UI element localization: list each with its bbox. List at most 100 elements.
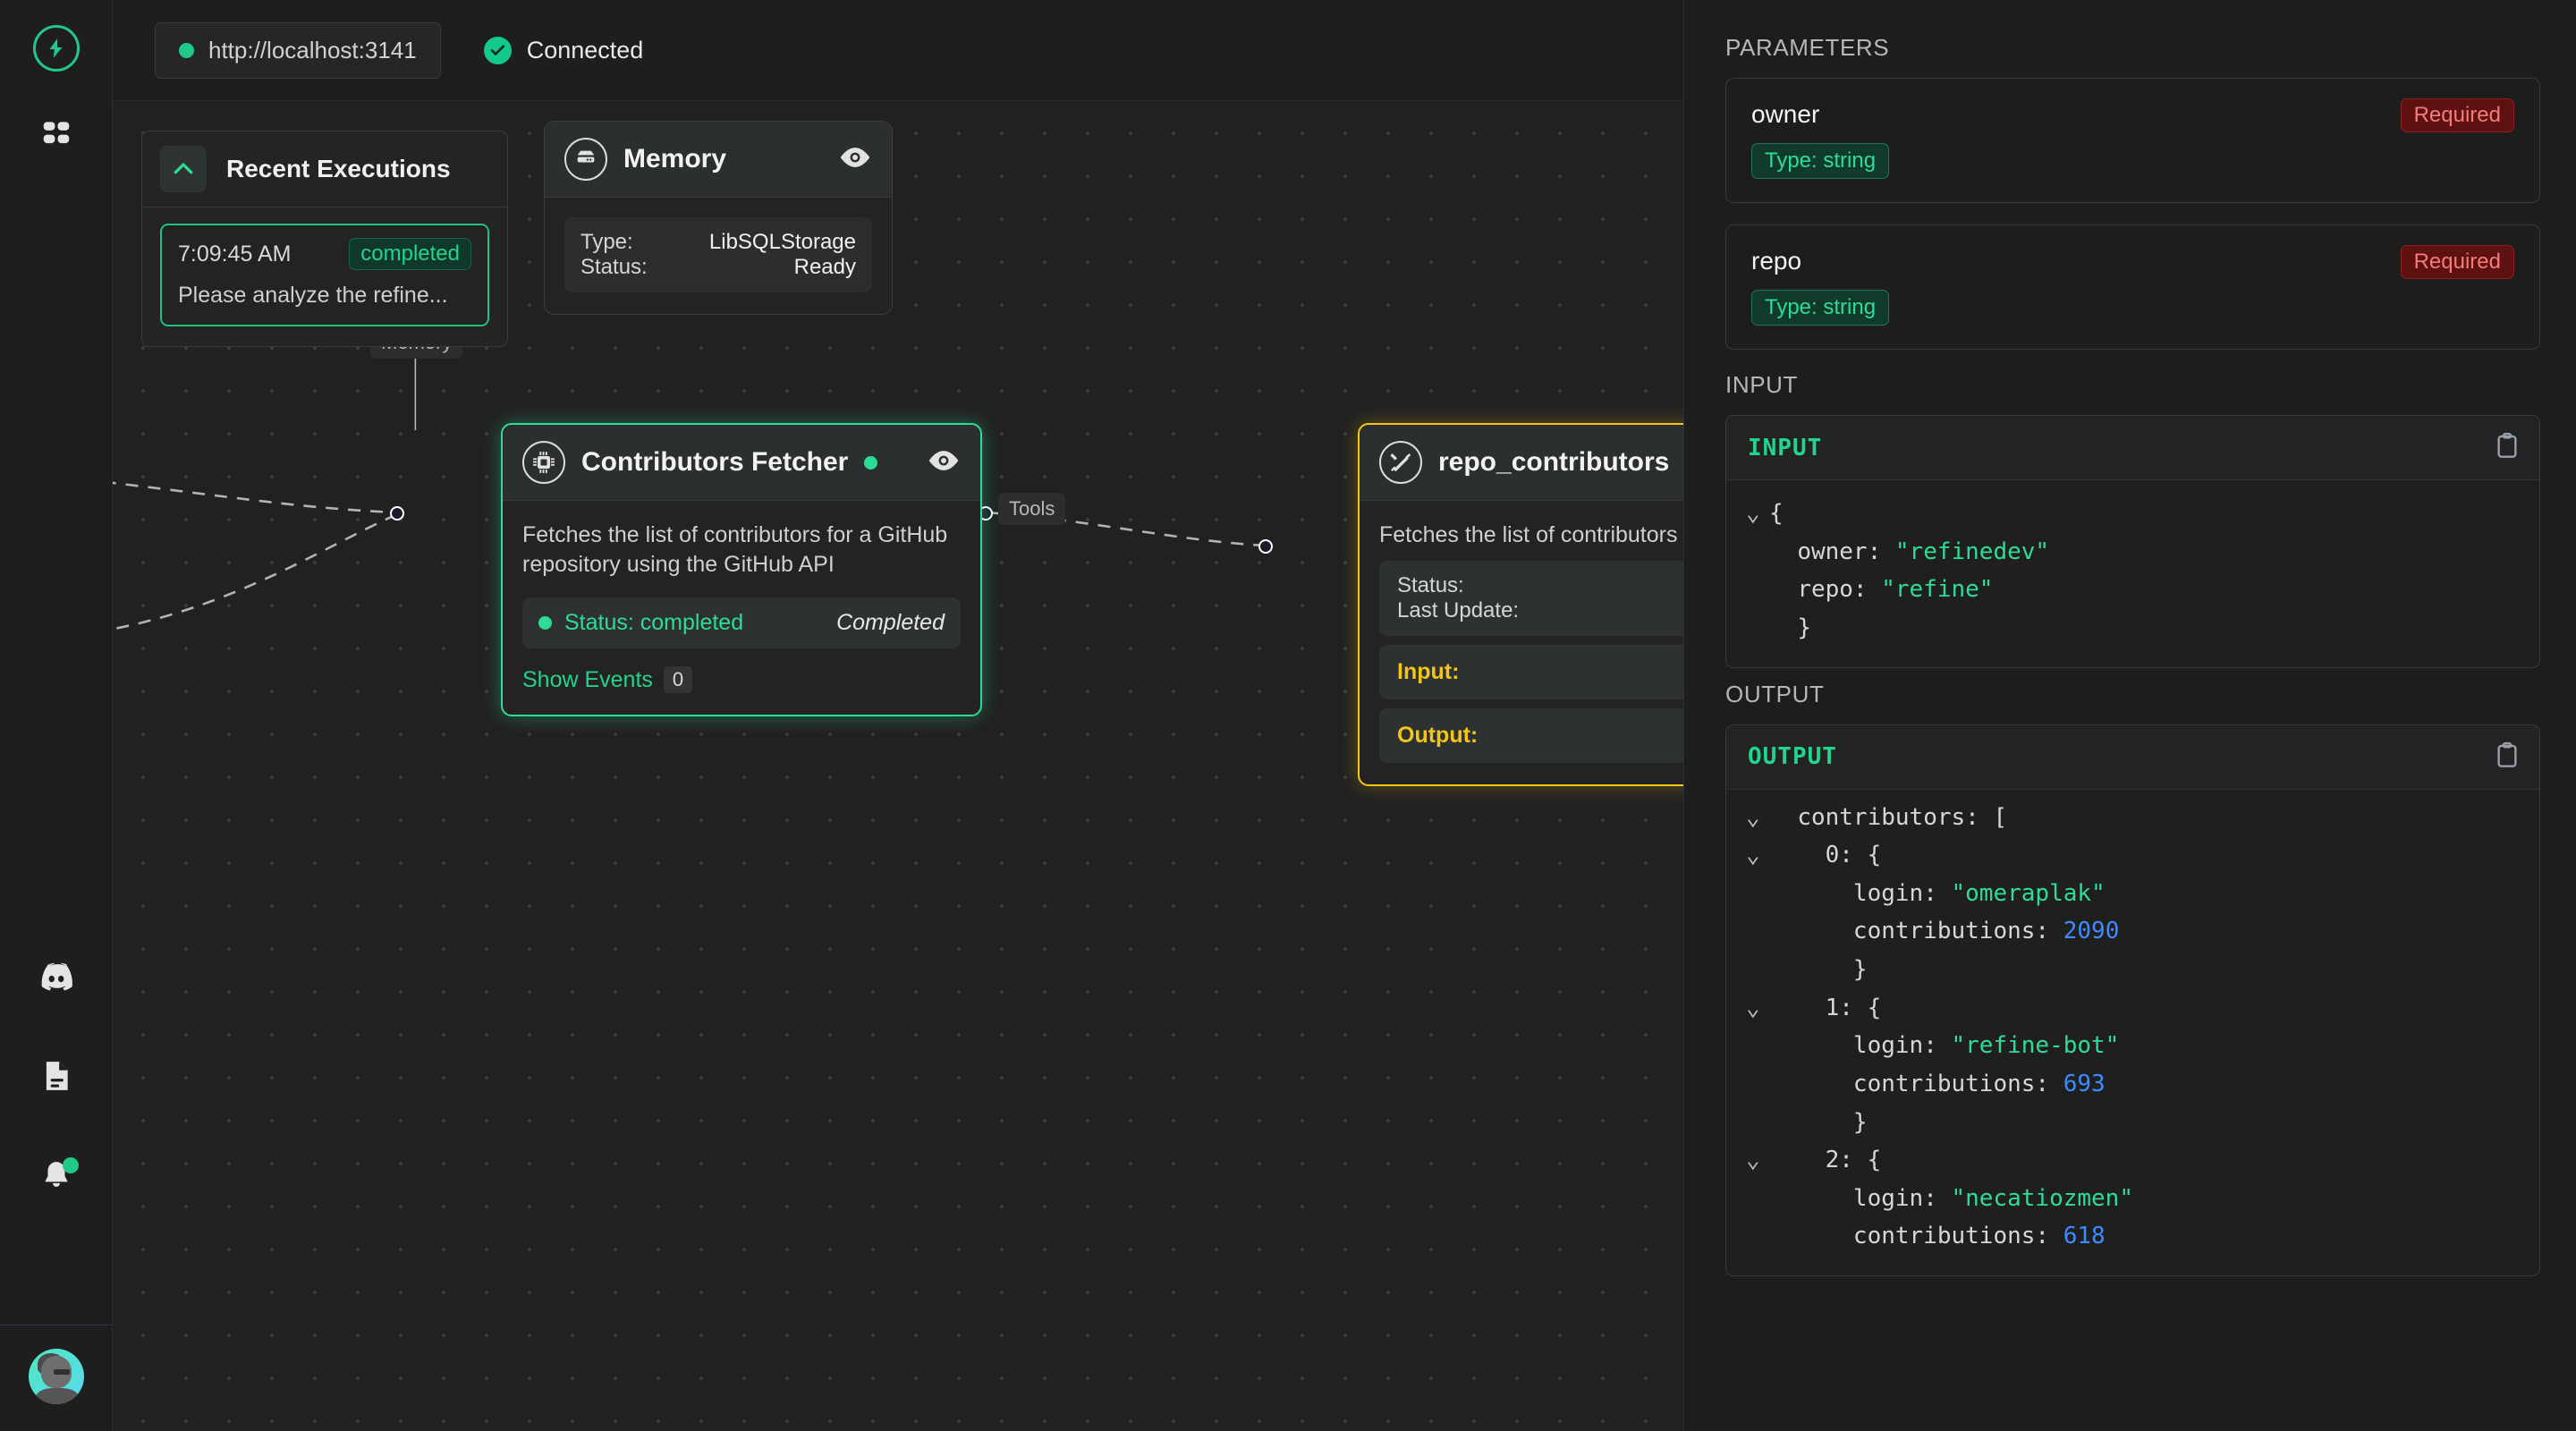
eye-icon[interactable]	[838, 146, 872, 174]
clipboard-icon[interactable]	[2496, 432, 2518, 463]
chevron-down-icon[interactable]: ⌄	[1746, 500, 1760, 527]
json-line: }	[1746, 1104, 2520, 1142]
json-indent	[1769, 1027, 1853, 1065]
node-tool-title: repo_contributors	[1438, 447, 1670, 477]
tools-icon	[1379, 441, 1422, 484]
node-tool-body: Fetches the list of contributors for a G…	[1360, 501, 1683, 784]
node-fetcher-status: Status: completed Completed	[522, 597, 961, 648]
rail-item-notifications[interactable]	[0, 1148, 113, 1204]
avatar[interactable]	[28, 1349, 84, 1404]
details-panel: PARAMETERS owner Required Type: string r…	[1683, 0, 2576, 1431]
json-token: repo:	[1797, 576, 1882, 604]
property-value: LibSQLStorage	[708, 230, 856, 254]
input-json-title: INPUT	[1748, 434, 1823, 461]
handle-tool-left[interactable]	[1258, 539, 1273, 554]
node-repo-contributors[interactable]: repo_contributors Fetches the list of co…	[1358, 423, 1683, 786]
recent-executions-title: Recent Executions	[226, 155, 451, 182]
server-url-box[interactable]: http://localhost:3141	[155, 21, 441, 79]
left-rail	[0, 0, 113, 1431]
node-fetcher-title: Contributors Fetcher	[581, 447, 849, 477]
show-events-count: 0	[663, 666, 693, 693]
json-indent	[1769, 799, 1797, 837]
node-tool-output-section: Output:	[1379, 708, 1683, 763]
parameter-card-repo: repo Required Type: string	[1725, 224, 2540, 350]
json-token: }	[1797, 614, 1811, 641]
clipboard-icon[interactable]	[2496, 741, 2518, 773]
json-token: owner:	[1797, 538, 1895, 565]
json-token: 618	[2063, 1223, 2106, 1250]
grid-apps-icon	[43, 122, 69, 144]
json-indent	[1769, 609, 1797, 648]
node-memory[interactable]: Memory Type: LibSQLStorage Status: Ready	[544, 121, 893, 315]
server-url-text: http://localhost:3141	[208, 36, 417, 64]
rail-item-discord[interactable]	[0, 948, 113, 1003]
node-contributors-fetcher[interactable]: Contributors Fetcher Fetches the list of…	[501, 423, 982, 716]
node-fetcher-body: Fetches the list of contributors for a G…	[503, 501, 980, 715]
property-key: Status:	[580, 255, 648, 279]
json-line: ⌄{	[1746, 495, 2520, 533]
json-token: 2: {	[1825, 1147, 1882, 1174]
node-fetcher-status-dot	[864, 455, 878, 470]
rail-item-docs[interactable]	[0, 1048, 113, 1104]
chevron-down-icon[interactable]: ⌄	[1746, 994, 1760, 1021]
json-token: {	[1769, 500, 1784, 527]
json-line: ⌄ 0: {	[1746, 836, 2520, 875]
json-token: contributions:	[1852, 918, 2063, 945]
document-icon	[46, 1062, 68, 1090]
status-dot	[538, 616, 552, 630]
top-bar: http://localhost:3141 Connected	[113, 0, 1683, 101]
list-item[interactable]: 7:09:45 AM completed Please analyze the …	[160, 224, 489, 326]
node-tool-output-label: Output:	[1397, 723, 1479, 748]
app-logo[interactable]	[32, 25, 80, 72]
chevron-down-icon[interactable]: ⌄	[1746, 842, 1760, 869]
handle-fetcher-left[interactable]	[390, 506, 404, 521]
json-token: contributions:	[1852, 1070, 2063, 1097]
bell-icon	[44, 1162, 68, 1187]
recent-executions-header[interactable]: Recent Executions	[142, 131, 507, 207]
recent-executions-panel: Recent Executions 7:09:45 AM completed P…	[141, 131, 508, 347]
json-indent	[1769, 989, 1826, 1028]
chevron-down-icon[interactable]: ⌄	[1746, 1147, 1760, 1174]
json-indent	[1769, 836, 1826, 875]
node-memory-header: Memory	[545, 122, 892, 198]
json-line: ⌄ contributors: [	[1746, 799, 2520, 837]
cpu-icon	[522, 441, 565, 484]
output-json-body: ⌄ contributors: [⌄ 0: { login: "omerapla…	[1726, 790, 2539, 1276]
chevron-down-icon[interactable]: ⌄	[1746, 803, 1760, 831]
json-indent	[1769, 571, 1797, 609]
parameter-required-badge: Required	[2400, 98, 2514, 132]
show-events-button[interactable]: Show Events 0	[522, 666, 961, 693]
check-icon	[483, 36, 512, 64]
json-token: "refine-bot"	[1951, 1032, 2120, 1060]
execution-time: 7:09:45 AM	[178, 241, 292, 267]
json-indent	[1769, 912, 1853, 951]
output-heading: OUTPUT	[1725, 680, 1825, 707]
table-row: Last Update: 7	[1397, 598, 1683, 623]
edge-label-tools: Tools	[998, 493, 1066, 525]
node-fetcher-description: Fetches the list of contributors for a G…	[522, 522, 948, 577]
parameter-name: owner	[1751, 100, 1820, 128]
json-indent	[1769, 951, 1853, 989]
input-json-header: INPUT	[1726, 416, 2539, 480]
property-key: Last Update:	[1397, 598, 1520, 622]
node-memory-properties: Type: LibSQLStorage Status: Ready	[564, 217, 872, 292]
chevron-up-icon[interactable]	[160, 146, 207, 192]
json-line: contributions: 693	[1746, 1065, 2520, 1104]
json-token: "refine"	[1881, 576, 1994, 604]
rail-item-apps[interactable]	[0, 106, 113, 161]
json-token: "refinedev"	[1894, 538, 2050, 565]
json-line: login: "refine-bot"	[1746, 1027, 2520, 1065]
json-line: ⌄ 2: {	[1746, 1141, 2520, 1180]
lightning-bolt-icon	[48, 38, 62, 58]
json-token: 0: {	[1825, 842, 1882, 869]
recent-executions-body: 7:09:45 AM completed Please analyze the …	[142, 207, 507, 346]
json-indent	[1769, 1180, 1853, 1218]
center-column: http://localhost:3141 Connected	[113, 0, 1683, 1431]
parameter-type-badge: Type: string	[1751, 290, 1890, 326]
notification-badge-dot	[62, 1157, 79, 1173]
json-line: login: "omeraplak"	[1746, 875, 2520, 913]
eye-icon[interactable]	[927, 449, 961, 477]
node-tool-input-section: Input:	[1379, 645, 1683, 699]
flow-canvas[interactable]: Memory Tools Recent Executions 7:09:45 A…	[113, 101, 1683, 1431]
